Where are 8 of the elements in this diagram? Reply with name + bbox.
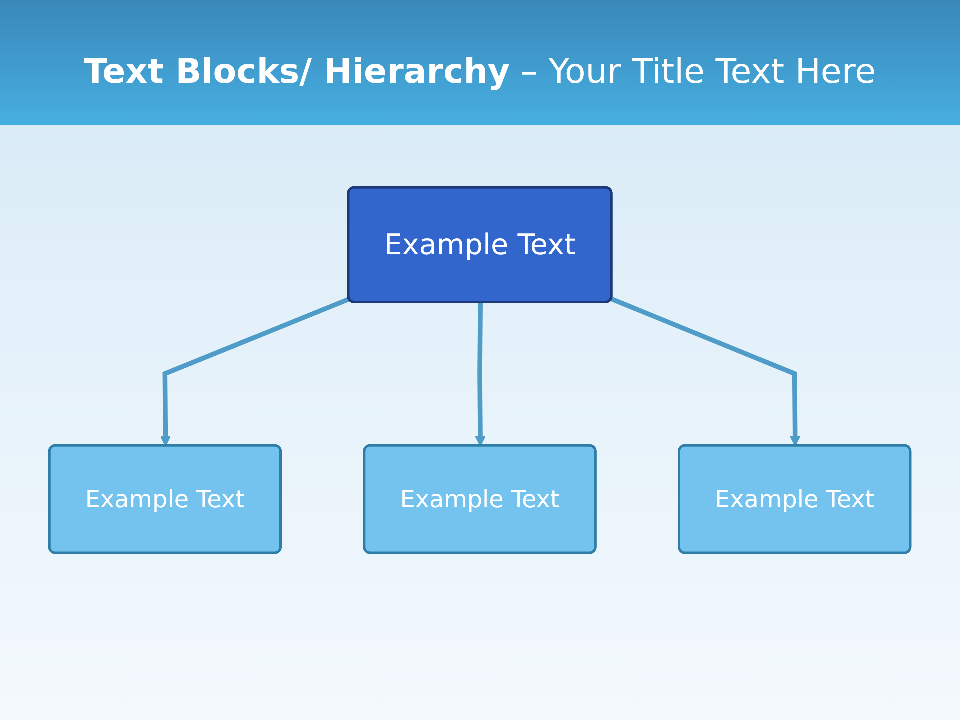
child-box: Example Text [48, 444, 282, 554]
arrow [610, 296, 801, 446]
slide-title: Text Blocks/ Hierarchy – Your Title Text Here [82, 52, 877, 92]
child-box: Example Text [678, 444, 912, 554]
top-level-box: Example Text [347, 186, 613, 304]
arrow [160, 296, 350, 446]
child-box: Example Text [363, 444, 597, 554]
arrow [475, 302, 486, 446]
